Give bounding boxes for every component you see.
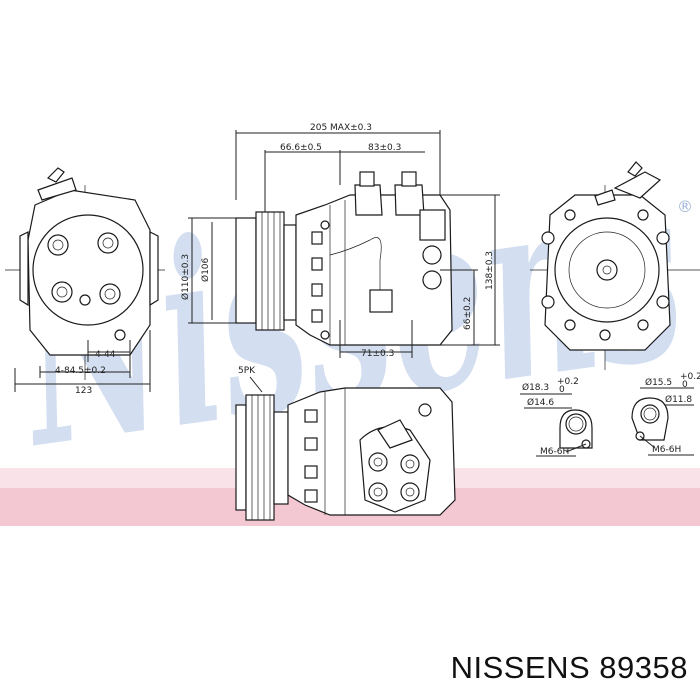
- dim-height: 138±0.3: [485, 251, 495, 290]
- port-right-thread: M6-6H: [652, 445, 681, 455]
- dim-belt: 5PK: [238, 366, 256, 376]
- port-detail-right: Ø15.5 +0.2 0 Ø11.8 M6-6H: [631, 372, 700, 456]
- dim-lower-port-spacing: 71±0.3: [361, 349, 394, 359]
- port-left-thread: M6-6H: [540, 447, 569, 457]
- dim-clutch-offset: 66.6±0.5: [280, 143, 322, 153]
- port-left-outer-tol-top: +0.2: [557, 377, 579, 387]
- port-detail-left: Ø18.3 +0.2 0 Ø14.6 M6-6H: [520, 377, 593, 457]
- product-caption: NISSENS 89358: [450, 650, 688, 685]
- dim-pulley-diameter: Ø110±0.3: [180, 254, 191, 300]
- port-right-inner: Ø11.8: [665, 394, 692, 405]
- side-view-center: 205 MAX±0.3 66.6±0.5 83±0.3: [180, 123, 500, 359]
- watermark-registered-icon: ®: [677, 197, 693, 216]
- side-view-lower: 5PK: [235, 366, 456, 521]
- dim-mount-width: 123: [75, 386, 92, 396]
- port-left-outer: Ø18.3: [522, 382, 549, 393]
- port-right-outer-tol-top: +0.2: [680, 372, 700, 382]
- front-view-left: 4-44 4-84.5±0.2 123: [5, 167, 165, 396]
- dim-center-height: 66±0.2: [463, 297, 473, 330]
- port-left-outer-tol-bot: 0: [559, 385, 565, 395]
- dim-mount-holes-b: 4-84.5±0.2: [55, 366, 106, 376]
- dim-overall-length: 205 MAX±0.3: [310, 123, 372, 133]
- port-left-inner: Ø14.6: [527, 397, 554, 408]
- port-right-outer: Ø15.5: [645, 377, 672, 388]
- dim-clutch-diameter: Ø106: [200, 257, 211, 282]
- dim-port-spacing: 83±0.3: [368, 143, 401, 153]
- rear-view-right: [530, 161, 700, 370]
- dim-mount-holes: 4-44: [95, 350, 116, 360]
- port-right-outer-tol-bot: 0: [682, 380, 688, 390]
